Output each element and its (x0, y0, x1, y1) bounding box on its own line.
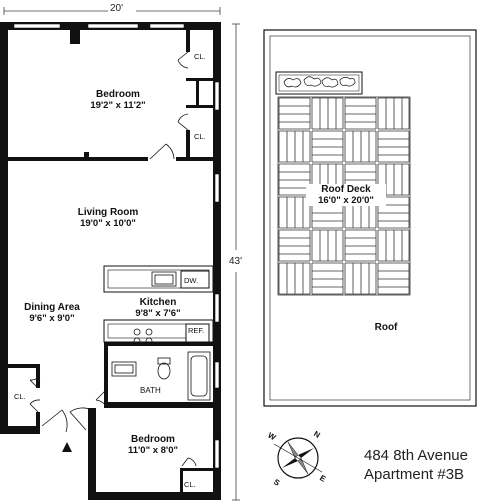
bedroom-2-name: Bedroom (131, 434, 175, 445)
planter-box (275, 71, 363, 95)
bedroom-dimensions: 19'2" x 11'2" (90, 100, 146, 111)
kitchen-counter (103, 265, 214, 343)
right-windows (214, 81, 220, 469)
closet-label: CL. (194, 52, 206, 61)
bath-label: BATH (140, 386, 161, 395)
roof-name: Roof (374, 322, 398, 333)
living-room-dimensions: 19'0" x 10'0" (80, 218, 136, 229)
bedroom-2-dimensions: 11'0" x 8'0" (128, 445, 178, 456)
top-windows (13, 23, 185, 29)
kitchen-sink (151, 271, 177, 287)
refrigerator-label: REF. (188, 326, 205, 335)
dining-area-name: Dining Area (24, 302, 80, 313)
roof-deck-dimensions: 16'0" x 20'0" (306, 195, 386, 206)
stove (133, 328, 153, 345)
overall-length-label: 43' (229, 256, 243, 267)
dishwasher-label: DW. (184, 276, 199, 285)
closet-label: CL. (194, 132, 206, 141)
bath-fixtures (111, 351, 211, 401)
address-line-2: Apartment #3B (364, 466, 465, 483)
door-swings (29, 51, 197, 467)
length-dimension-line (232, 23, 240, 501)
living-room-name: Living Room (77, 207, 139, 218)
dining-area-dimensions: 9'6" x 9'0" (29, 313, 75, 324)
chimney-column (70, 30, 80, 44)
entry-arrow-icon (62, 442, 72, 452)
width-dimension-line (3, 7, 221, 15)
bedroom-name: Bedroom (96, 89, 140, 100)
kitchen-dimensions: 9'8" x 7'6" (135, 308, 181, 319)
address-line-1: 484 8th Avenue (364, 447, 468, 464)
closet-label: CL. (14, 392, 26, 401)
compass-rose-icon (273, 437, 323, 479)
overall-width-label: 20' (110, 3, 124, 14)
roof-deck-name: Roof Deck (306, 184, 386, 195)
kitchen-name: Kitchen (139, 297, 177, 308)
closet-label: CL. (184, 480, 196, 489)
